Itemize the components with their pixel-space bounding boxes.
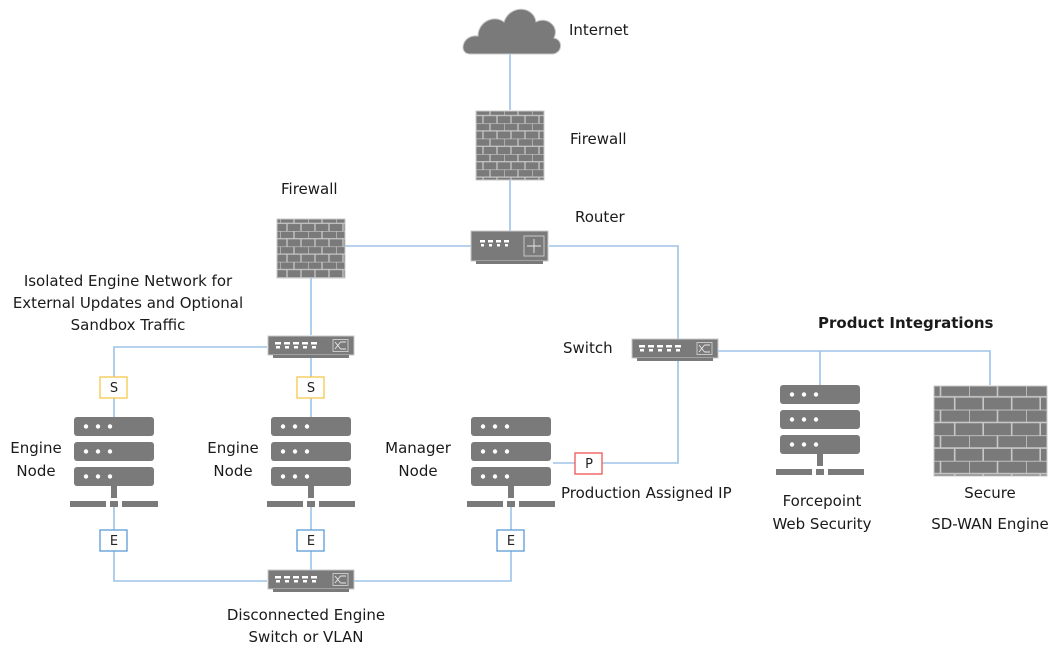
firewall-icon bbox=[276, 218, 346, 279]
firewall-left-node[interactable]: Firewall bbox=[276, 180, 346, 279]
engine-node-2[interactable]: Engine Node bbox=[207, 417, 355, 507]
engine-node-1-label-line2: Node bbox=[16, 462, 55, 480]
tag-e-label: E bbox=[110, 534, 118, 549]
switch-icon bbox=[267, 569, 355, 593]
web-security-label-line2: Web Security bbox=[772, 515, 871, 533]
internet-label: Internet bbox=[569, 21, 629, 39]
engine-node-1-label-line1: Engine bbox=[10, 439, 61, 457]
disconnected-label-line2: Switch or VLAN bbox=[249, 628, 364, 646]
disconnected-label-line1: Disconnected Engine bbox=[227, 606, 385, 624]
link-isolated-switch-engine1 bbox=[113, 346, 267, 417]
internet-node[interactable]: Internet bbox=[462, 8, 629, 55]
sdwan-label-line2: SD-WAN Engine bbox=[931, 515, 1049, 533]
tag-s-label: S bbox=[307, 381, 315, 396]
server-icon bbox=[70, 417, 158, 507]
tag-e-engine-2[interactable]: E bbox=[296, 529, 325, 552]
engine-node-2-label-line2: Node bbox=[213, 462, 252, 480]
server-icon bbox=[467, 417, 555, 507]
tag-s-engine-1[interactable]: S bbox=[99, 376, 128, 399]
router-node[interactable]: Router bbox=[470, 208, 626, 264]
tag-e-manager[interactable]: E bbox=[496, 529, 525, 552]
isolated-network-label-line2: External Updates and Optional bbox=[13, 294, 243, 312]
cloud-icon bbox=[462, 8, 561, 55]
link-router-switch bbox=[549, 245, 679, 339]
tag-p-manager[interactable]: P bbox=[574, 452, 603, 475]
firewall-top-node[interactable]: Firewall bbox=[475, 110, 627, 181]
engine-node-1[interactable]: Engine Node bbox=[10, 417, 158, 507]
secure-sdwan-engine-node[interactable]: Secure SD-WAN Engine bbox=[931, 385, 1049, 533]
product-integrations-heading: Product Integrations bbox=[818, 314, 994, 332]
router-label: Router bbox=[575, 208, 626, 226]
isolated-network-switch[interactable]: Isolated Engine Network for External Upd… bbox=[13, 272, 355, 359]
link-manager-disconnected bbox=[353, 507, 512, 582]
firewall-top-label: Firewall bbox=[570, 130, 627, 148]
switch-icon bbox=[631, 338, 719, 362]
tag-s-label: S bbox=[110, 381, 118, 396]
tag-e-label: E bbox=[507, 534, 515, 549]
link-switch-manager bbox=[553, 360, 679, 464]
server-icon bbox=[267, 417, 355, 507]
link-engine1-disconnected bbox=[113, 507, 267, 582]
manager-node[interactable]: Manager Node bbox=[385, 417, 555, 507]
tag-p-label: P bbox=[585, 457, 593, 472]
switch-label: Switch bbox=[563, 339, 613, 357]
manager-node-label-line1: Manager bbox=[385, 439, 452, 457]
forcepoint-web-security-node[interactable]: Forcepoint Web Security bbox=[772, 385, 872, 533]
router-icon bbox=[470, 230, 549, 264]
engine-node-2-label-line1: Engine bbox=[207, 439, 258, 457]
isolated-network-label-line1: Isolated Engine Network for bbox=[24, 272, 233, 290]
link-switch-integrations bbox=[717, 350, 991, 385]
sdwan-label-line1: Secure bbox=[964, 484, 1016, 502]
manager-node-label-line2: Node bbox=[398, 462, 437, 480]
tag-e-label: E bbox=[307, 534, 315, 549]
server-icon bbox=[776, 385, 864, 475]
firewall-icon bbox=[933, 385, 1048, 477]
switch-icon bbox=[267, 335, 355, 359]
firewall-icon bbox=[475, 110, 545, 181]
main-switch[interactable]: Switch bbox=[563, 338, 719, 362]
web-security-label-line1: Forcepoint bbox=[783, 492, 862, 510]
isolated-network-label-line3: Sandbox Traffic bbox=[71, 316, 186, 334]
tag-s-engine-2[interactable]: S bbox=[296, 376, 325, 399]
firewall-left-label: Firewall bbox=[281, 180, 338, 198]
tag-e-engine-1[interactable]: E bbox=[99, 529, 128, 552]
production-ip-annotation: Production Assigned IP bbox=[561, 484, 732, 502]
disconnected-engine-switch[interactable]: Disconnected Engine Switch or VLAN bbox=[227, 569, 385, 646]
